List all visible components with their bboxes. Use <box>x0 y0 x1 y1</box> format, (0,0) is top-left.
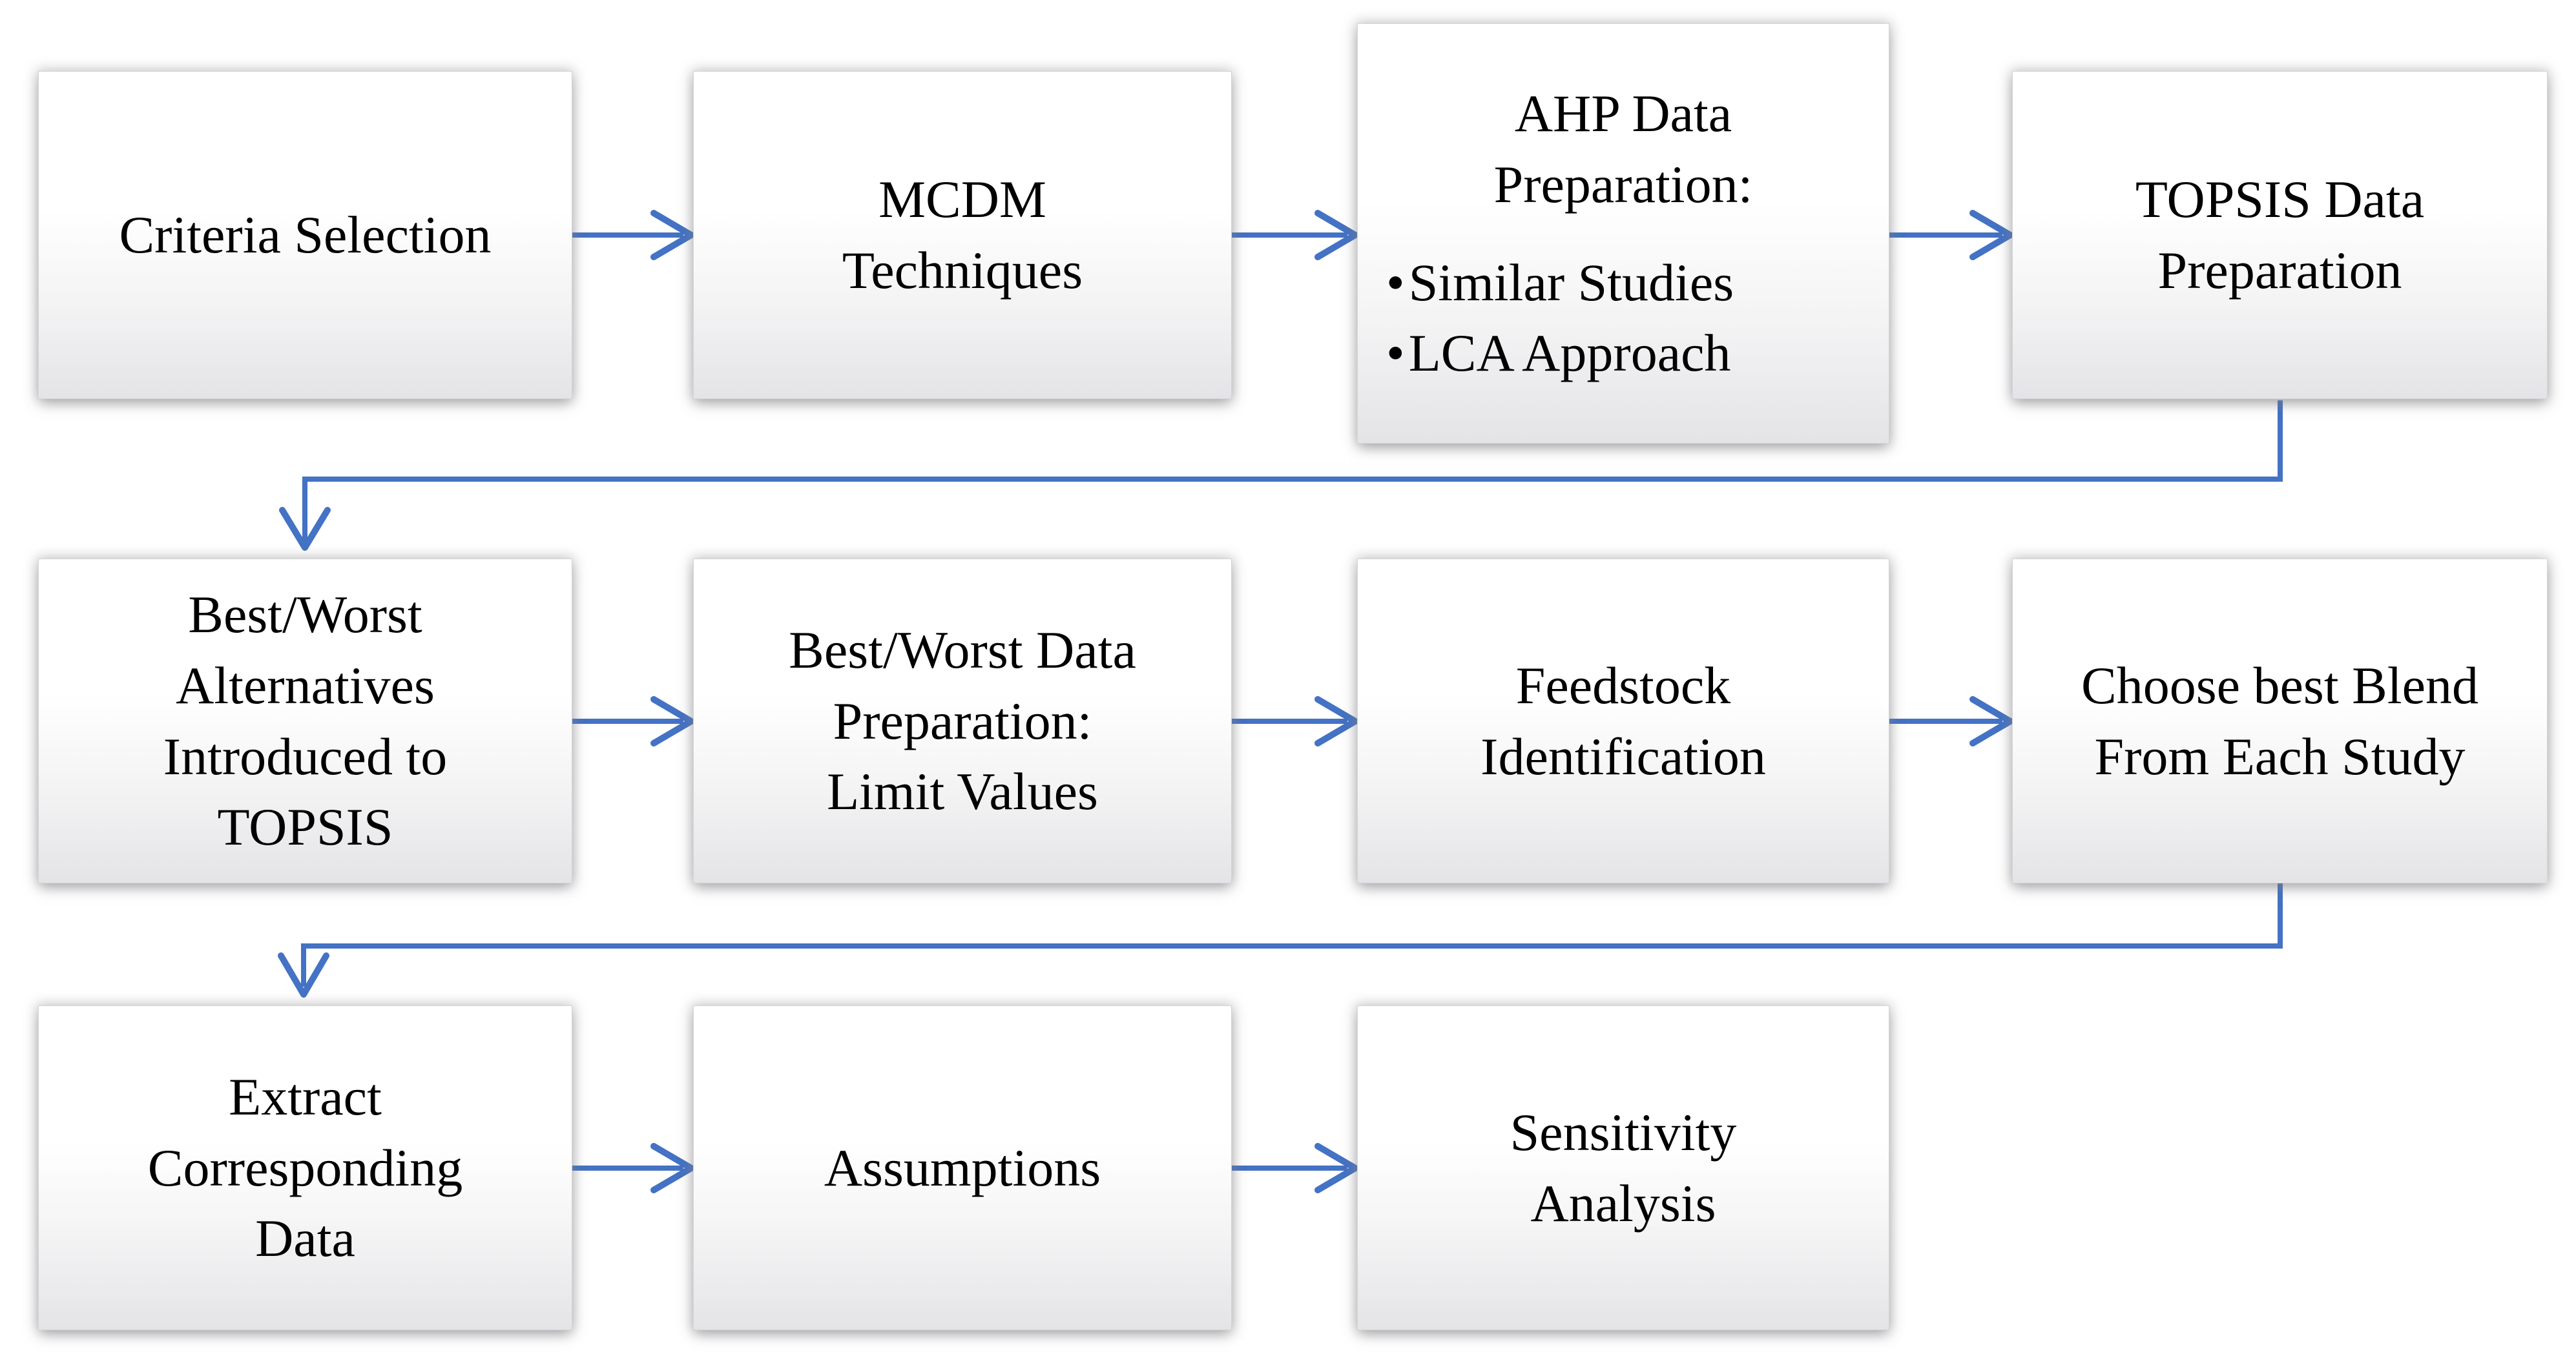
box-sensitivity-analysis: Sensitivity Analysis <box>1357 1005 1889 1330</box>
box-ahp-data-preparation: AHP Data Preparation: •Similar Studies •… <box>1357 23 1889 444</box>
arrow-ahp-to-topsis <box>1889 210 2013 260</box>
box-criteria-selection: Criteria Selection <box>38 71 572 399</box>
list-item: •Similar Studies <box>1386 247 1889 318</box>
box-assumptions: Assumptions <box>693 1005 1232 1330</box>
arrow-bestworst-to-dataprep <box>572 696 694 746</box>
box-label: TOPSIS Data <box>2135 170 2425 229</box>
box-label: Best/Worst <box>188 584 422 644</box>
bullet-icon: • <box>1386 324 1405 383</box>
arrow-mcdm-to-ahp <box>1232 210 1358 260</box>
box-label: Best/Worst Data <box>789 620 1136 679</box>
box-label: Techniques <box>842 241 1083 300</box>
bullet-list: •Similar Studies •LCA Approach <box>1358 247 1889 389</box>
bullet-icon: • <box>1386 252 1405 312</box>
box-topsis-data-preparation: TOPSIS Data Preparation <box>2012 71 2548 399</box>
box-extract-corresponding-data: Extract Corresponding Data <box>38 1005 572 1330</box>
box-label: Preparation: <box>1493 154 1753 214</box>
box-label: Criteria Selection <box>119 205 492 265</box>
box-label: Data <box>255 1209 355 1268</box>
list-item: •LCA Approach <box>1386 318 1889 389</box>
bullet-label: LCA Approach <box>1408 324 1731 383</box>
box-feedstock-identification: Feedstock Identification <box>1357 559 1889 883</box>
box-label: Sensitivity <box>1510 1102 1737 1162</box>
box-label: Limit Values <box>827 762 1098 821</box>
box-label: Introduced to <box>163 726 448 786</box>
arrow-extract-to-assumptions <box>572 1143 694 1193</box>
box-best-worst-data-preparation: Best/Worst Data Preparation: Limit Value… <box>693 559 1232 883</box>
box-choose-best-blend: Choose best Blend From Each Study <box>2012 559 2548 883</box>
box-label: Corresponding <box>147 1138 463 1197</box>
box-best-worst-alternatives: Best/Worst Alternatives Introduced to TO… <box>38 559 572 883</box>
box-label: Preparation: <box>833 691 1092 750</box>
arrow-criteria-to-mcdm <box>572 210 694 260</box>
box-label: Identification <box>1480 726 1766 786</box>
box-label: Extract <box>229 1067 382 1126</box>
connector-blend-to-extract <box>278 883 2283 998</box>
arrow-feedstock-to-blend <box>1889 696 2013 746</box>
box-label: Assumptions <box>824 1138 1101 1197</box>
box-mcdm-techniques: MCDM Techniques <box>693 71 1232 399</box>
box-label: Feedstock <box>1515 655 1731 715</box>
box-label: From Each Study <box>2094 726 2466 786</box>
box-label: AHP Data <box>1514 83 1732 143</box>
box-label: TOPSIS <box>217 797 393 857</box>
box-label: Choose best Blend <box>2081 655 2478 715</box>
arrow-assumptions-to-sensitivity <box>1232 1143 1358 1193</box>
box-label: MCDM <box>878 170 1046 229</box>
box-label: Analysis <box>1530 1173 1716 1233</box>
box-label: Alternatives <box>176 655 435 715</box>
box-label: Preparation <box>2157 241 2402 300</box>
arrow-dataprep-to-feedstock <box>1232 696 1358 746</box>
bullet-label: Similar Studies <box>1408 252 1734 312</box>
connector-topsis-to-best-worst <box>279 400 2283 551</box>
